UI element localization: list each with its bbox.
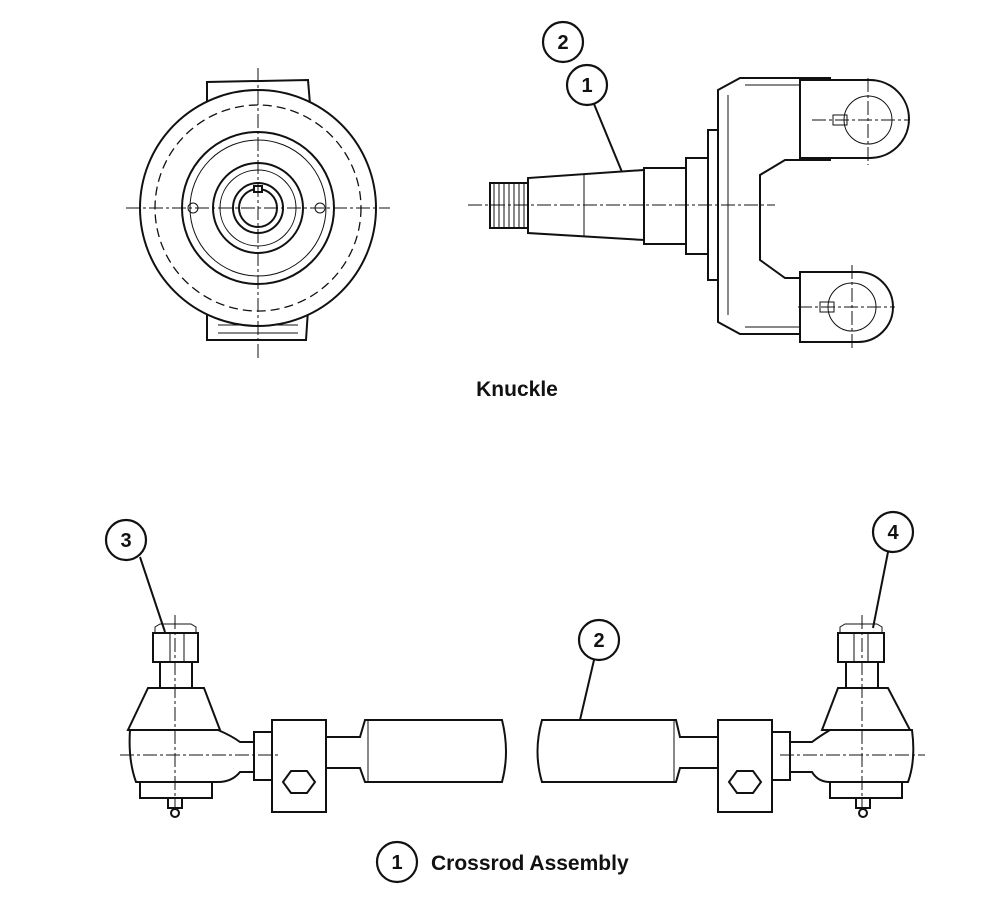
- svg-text:1: 1: [581, 75, 592, 97]
- crossrod-caption-number-circle: [375, 840, 419, 884]
- svg-text:2: 2: [557, 32, 568, 54]
- callout-tube: 2: [577, 618, 621, 721]
- callout-knuckle-2: 2: [541, 20, 585, 64]
- knuckle-caption: Knuckle: [476, 378, 558, 401]
- callout-tie-rod-end-left: 3: [104, 518, 166, 633]
- crossrod-caption: 1 Crossrod Assembly: [375, 840, 629, 884]
- svg-text:4: 4: [887, 522, 899, 544]
- callout-tie-rod-end-right: 4: [871, 510, 915, 629]
- callout-knuckle-1: 1: [565, 63, 623, 173]
- knuckle-front-view: [126, 68, 390, 358]
- svg-text:2: 2: [593, 630, 604, 652]
- crossrod-caption-text: Crossrod Assembly: [431, 852, 629, 875]
- crossrod-caption-number: 1: [391, 852, 402, 874]
- svg-text:3: 3: [120, 530, 131, 552]
- crossrod-right-end: [536, 615, 925, 818]
- crossrod-left-end: [120, 615, 507, 818]
- knuckle-side-view: [468, 77, 910, 348]
